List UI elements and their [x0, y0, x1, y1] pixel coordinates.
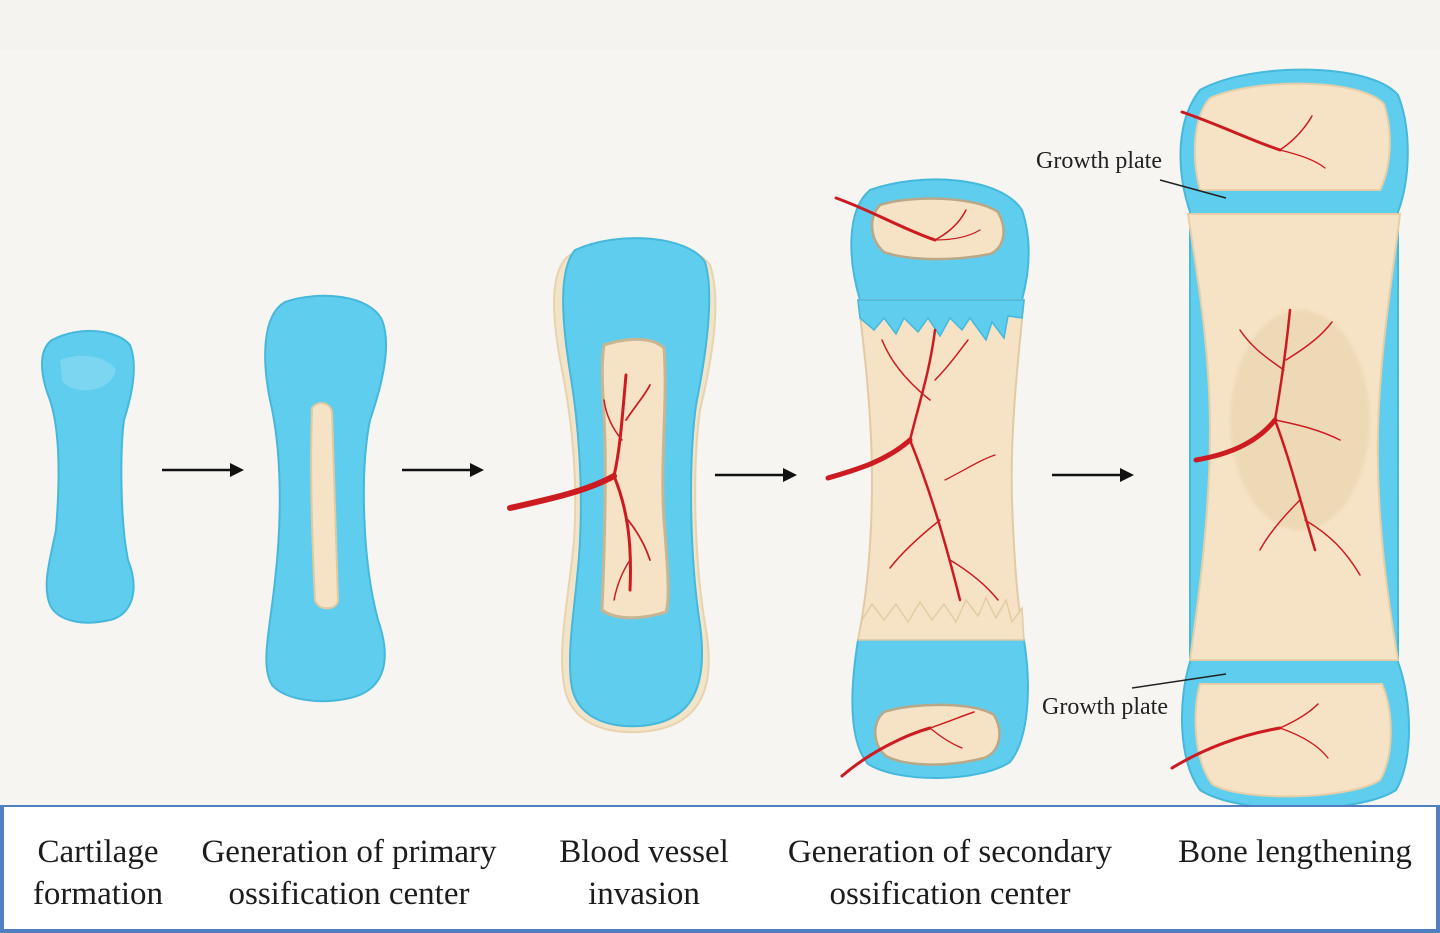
caption-blood-vessel-invasion: Blood vessel invasion: [559, 834, 729, 912]
growth-plate-top-pointer: [1159, 179, 1227, 199]
caption-secondary-ossification: Generation of secondary ossification cen…: [787, 834, 1113, 912]
stage-4-secondary-ossification-illustration: [825, 178, 1030, 780]
blood-vessels: [1170, 110, 1361, 770]
epiphysis-top: [1193, 82, 1391, 191]
stage-1-cartilage-illustration: [41, 329, 135, 624]
caption-bar: Cartilage formation Generation of primar…: [0, 805, 1440, 933]
cartilage-highlight: [60, 355, 116, 391]
stage-2-primary-ossification-illustration: [264, 294, 388, 703]
stage-3-blood-vessel-invasion-illustration: [507, 237, 717, 734]
stage-5-bone-lengthening-illustration: [1131, 68, 1410, 805]
growth-plate-top-label: Growth plate: [1036, 148, 1162, 174]
arrow-2: [402, 463, 484, 477]
arrow-1: [162, 463, 244, 477]
medullary-shading: [1230, 310, 1370, 530]
caption-bone-lengthening: Bone lengthening: [1178, 834, 1412, 870]
blood-vessels: [825, 196, 999, 778]
arrow-4: [1052, 468, 1134, 482]
secondary-ossification-center-top: [871, 197, 1005, 261]
blood-vessel: [507, 373, 651, 601]
top-band: [0, 0, 1440, 50]
caption-cartilage-formation: Cartilage formation: [32, 834, 164, 912]
illustration-canvas: [41, 68, 1410, 805]
growth-plate-bottom-label: Growth plate: [1042, 694, 1168, 720]
ossification-front-bottom: [857, 596, 1025, 641]
bone-shaft: [856, 299, 1026, 641]
epiphysis-bottom: [1194, 683, 1392, 798]
arrow-3: [715, 468, 797, 482]
growth-plate-bottom-pointer: [1131, 673, 1227, 689]
ossification-front-top: [857, 299, 1025, 342]
secondary-ossification-center-bottom: [874, 703, 1001, 766]
ossified-center: [600, 337, 670, 620]
primary-ossification-center: [310, 402, 340, 610]
cartilage-model: [41, 329, 135, 624]
caption-primary-ossification: Generation of primary ossification cente…: [201, 834, 497, 912]
